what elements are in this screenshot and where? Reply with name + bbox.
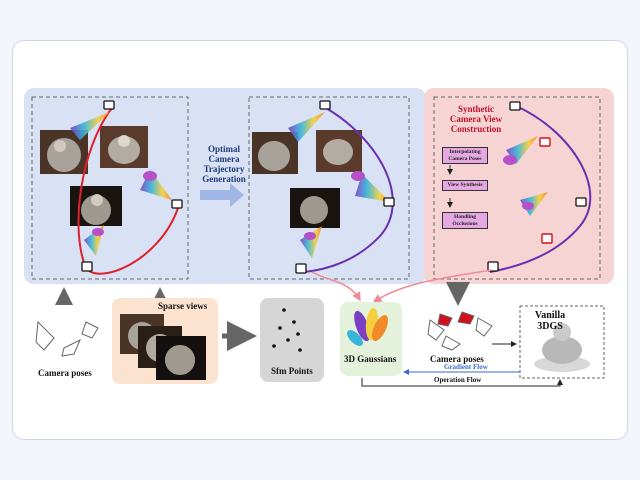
step-handling-occlusions: Handling Occlusions [442, 212, 488, 229]
sfm-points-label: Sfm Points [271, 366, 313, 376]
sparse-views-label: Sparse views [158, 301, 208, 311]
left-fans [70, 112, 172, 256]
sfm-point-cloud [272, 308, 302, 352]
purple-trajectory [299, 107, 394, 273]
optimal-trajectory-label: Optimal Camera Trajectory Generation [202, 144, 246, 184]
right-purple-trajectory [489, 105, 592, 273]
right-dashed-box [433, 96, 601, 280]
step-interpolating: Interpolating Camera Poses [442, 147, 488, 164]
left-cameras [81, 100, 183, 272]
camera-poses-right-glyphs [427, 311, 493, 351]
camera-poses-left-label: Camera poses [38, 368, 92, 378]
gaussians-glyph [347, 308, 389, 346]
left-dashed-box [31, 96, 189, 280]
right-fans [503, 136, 548, 216]
step-view-synthesis: View Synthesis [442, 180, 488, 191]
sparse-view-photos [120, 314, 206, 380]
camera-poses-left-glyphs [35, 320, 99, 357]
synthetic-panel [424, 88, 614, 284]
synthetic-cameras [539, 137, 553, 244]
synthetic-title: Synthetic Camera View Construction [449, 104, 503, 134]
big-blue-arrow [200, 183, 244, 207]
vanilla-3dgs-label: Vanilla 3DGS [534, 310, 566, 332]
right-cameras [487, 101, 587, 272]
middle-cameras [295, 100, 395, 274]
gradient-flow-label: Gradient Flow [444, 363, 488, 371]
sfm-panel [260, 298, 324, 382]
camera-poses-right-label: Camera poses [430, 354, 484, 364]
middle-fans [288, 112, 390, 258]
operation-flow-line [361, 378, 563, 387]
operation-flow-label: Operation Flow [434, 376, 482, 384]
vanilla-statue [534, 323, 590, 372]
gaussians-label: 3D Gaussians [344, 354, 397, 364]
middle-photos [252, 130, 362, 228]
